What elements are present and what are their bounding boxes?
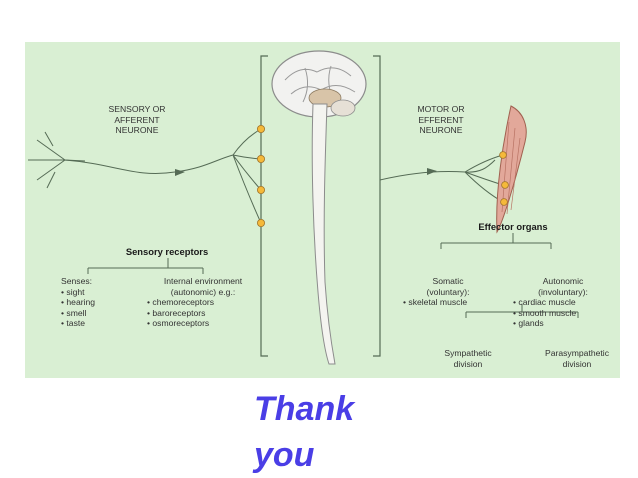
somatic-item: • skeletal muscle: [403, 297, 468, 307]
sense-item: • smell: [61, 307, 87, 318]
internal-heading-line2: (autonomic) e.g.:: [170, 286, 236, 297]
diagram-graphics: [28, 50, 579, 365]
sense-item: • hearing: [61, 297, 96, 307]
internal-environment-list: Internal environment (autonomic) e.g.: •…: [143, 276, 263, 329]
parasympathetic-line1: Parasympathetic: [544, 348, 609, 358]
nervous-system-diagram: SENSORY OR AFFERENT NEURONE MOTOR OR EFF…: [25, 42, 620, 378]
motor-axon: [379, 159, 496, 181]
autonomic-item: • smooth muscle: [513, 307, 577, 318]
sensory-receptors-heading: Sensory receptors: [125, 246, 209, 257]
sense-item: • taste: [61, 318, 86, 328]
effectors-tree: [440, 233, 579, 318]
parasympathetic-line2: division: [562, 358, 592, 369]
sympathetic-division-label: Sympathetic division: [431, 348, 505, 369]
thank-you-line1: Thank: [254, 390, 355, 428]
autonomic-item: • cardiac muscle: [513, 297, 576, 307]
sympathetic-line1: Sympathetic: [444, 348, 492, 358]
right-bracket: [373, 55, 381, 357]
parasympathetic-division-label: Parasympathetic division: [537, 348, 617, 369]
somatic-heading-line1: Somatic: [432, 276, 464, 286]
internal-heading-line1: Internal environment: [163, 276, 243, 286]
autonomic-item: • glands: [513, 318, 544, 328]
motor-neurone-line2: EFFERENT: [418, 114, 464, 125]
senses-list: Senses: • sight • hearing • smell • tast…: [61, 276, 151, 329]
effector-organs-heading: Effector organs: [478, 221, 548, 232]
sensory-neurone-label: SENSORY OR AFFERENT NEURONE: [87, 104, 187, 136]
sensory-axon: [64, 154, 234, 174]
internal-item: • osmoreceptors: [147, 318, 210, 328]
sensory-dendrites: [28, 131, 86, 189]
somatic-heading-line2: (voluntary):: [426, 286, 470, 297]
muscle-illustration: [496, 105, 527, 234]
sensory-terminals: [232, 128, 262, 224]
sympathetic-line2: division: [453, 358, 483, 369]
sense-item: • sight: [61, 286, 85, 297]
somatic-list: Somatic (voluntary): • skeletal muscle: [403, 276, 493, 308]
motor-neurone-line3: NEURONE: [419, 125, 463, 135]
motor-arrow: [427, 168, 437, 175]
autonomic-heading-line1: Autonomic: [542, 276, 584, 286]
internal-item: • baroreceptors: [147, 307, 206, 318]
autonomic-heading-line2: (involuntary):: [538, 286, 588, 297]
receptors-tree: [87, 258, 204, 274]
thank-you-line2: you: [254, 436, 315, 474]
sensory-neurone-line3: NEURONE: [115, 125, 159, 135]
spinal-cord-illustration: [311, 103, 336, 365]
internal-item: • chemoreceptors: [147, 297, 215, 307]
senses-heading: Senses:: [61, 276, 93, 286]
motor-neurone-label: MOTOR OR EFFERENT NEURONE: [391, 104, 491, 136]
sensory-neurone-line2: AFFERENT: [114, 114, 160, 125]
sensory-neurone-line1: SENSORY OR: [108, 104, 166, 114]
brain-illustration: [271, 50, 367, 118]
autonomic-list: Autonomic (involuntary): • cardiac muscl…: [513, 276, 613, 329]
left-bracket: [260, 55, 268, 357]
sensory-arrow: [175, 169, 185, 176]
motor-neurone-line1: MOTOR OR: [417, 104, 465, 114]
thank-you-text: Thank you: [254, 386, 394, 478]
